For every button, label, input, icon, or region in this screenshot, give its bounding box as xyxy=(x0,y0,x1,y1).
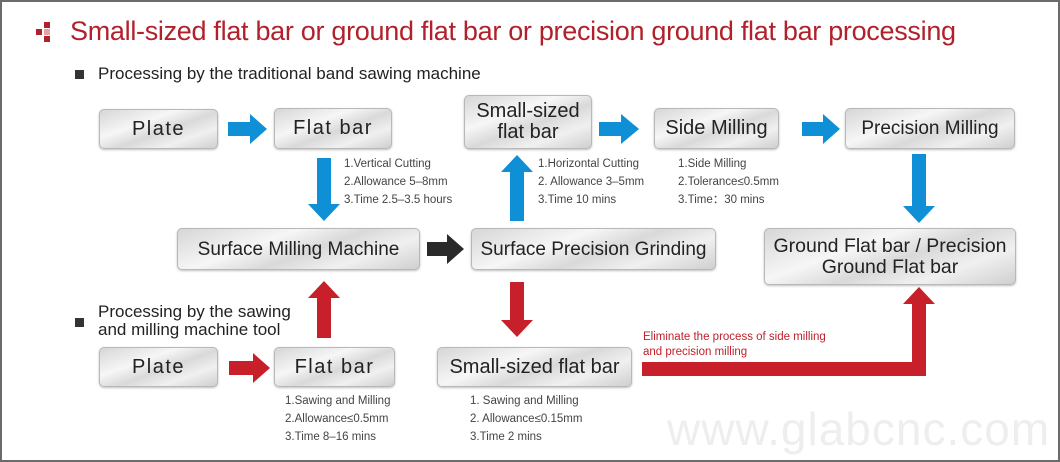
notes-small-flat-bar-2: 1. Sawing and Milling 2. Allowance≤0.15m… xyxy=(470,392,582,446)
arrow-right-icon xyxy=(802,114,840,144)
box-flat-bar: Flat bar xyxy=(274,108,392,149)
note-line: 2. Allowance≤0.15mm xyxy=(470,413,583,425)
notes-side-milling: 1.Side Milling 2.Tolerance≤0.5mm 3.Time：… xyxy=(678,155,779,209)
note-line: 3.Time 10 mins xyxy=(538,194,617,206)
note-line: 3.Time 2 mins xyxy=(470,431,542,443)
note-line: 1.Side Milling xyxy=(678,158,747,170)
note-line: 2.Tolerance≤0.5mm xyxy=(678,176,779,188)
box-plate: Plate xyxy=(99,109,218,149)
arrow-down-icon xyxy=(501,282,533,337)
section1-label: Processing by the traditional band sawin… xyxy=(98,64,481,83)
watermark: www.glabcnc.com xyxy=(667,403,1051,455)
note-line: 2.Allowance 5–8mm xyxy=(344,176,448,188)
box-precision-milling: Precision Milling xyxy=(845,108,1015,149)
note-line: 3.Time 8–16 mins xyxy=(285,431,376,443)
box-surface-precision-grinding: Surface Precision Grinding xyxy=(471,228,716,270)
box-side-milling: Side Milling xyxy=(654,108,779,149)
note-line: 3.Time 2.5–3.5 hours xyxy=(344,194,453,206)
bullet-icon xyxy=(75,318,84,327)
box-flat-bar-2: Flat bar xyxy=(274,347,395,387)
eliminate-note: Eliminate the process of side milling an… xyxy=(643,331,826,358)
box-ground-flat-bar: Ground Flat bar / Precision Ground Flat … xyxy=(764,228,1016,285)
note-line: 3.Time：30 mins xyxy=(678,194,765,206)
arrow-right-icon xyxy=(229,353,270,383)
logo-squares-icon xyxy=(36,22,50,42)
arrow-up-icon xyxy=(501,155,533,221)
elbow-arrow-icon xyxy=(642,287,935,376)
notes-flat-bar-2: 1.Sawing and Milling 2.Allowance≤0.5mm 3… xyxy=(285,392,390,446)
arrow-down-icon xyxy=(903,154,935,223)
arrow-up-icon xyxy=(308,281,340,338)
box-small-sized-flat-bar-2: Small-sized flat bar xyxy=(437,347,632,387)
box-small-sized-flat-bar: Small-sized flat bar xyxy=(464,95,592,149)
arrow-right-icon xyxy=(427,234,464,264)
note-line: 1. Sawing and Milling xyxy=(470,395,579,407)
box-plate-2: Plate xyxy=(99,347,218,387)
section2-label: Processing by the sawing and milling mac… xyxy=(98,302,291,339)
note-line: 1.Vertical Cutting xyxy=(344,158,431,170)
box-surface-milling-machine: Surface Milling Machine xyxy=(177,228,420,270)
bullet-icon xyxy=(75,70,84,79)
note-line: 1.Sawing and Milling xyxy=(285,395,391,407)
notes-vertical-cutting: 1.Vertical Cutting 2.Allowance 5–8mm 3.T… xyxy=(344,155,452,209)
arrow-down-icon xyxy=(308,158,340,221)
arrow-right-icon xyxy=(599,114,639,144)
note-line: 2. Allowance 3–5mm xyxy=(538,176,645,188)
note-line: 2.Allowance≤0.5mm xyxy=(285,413,389,425)
arrow-right-icon xyxy=(228,114,267,144)
page-title: Small-sized flat bar or ground flat bar … xyxy=(70,16,956,46)
note-line: 1.Horizontal Cutting xyxy=(538,158,639,170)
notes-horizontal-cutting: 1.Horizontal Cutting 2. Allowance 3–5mm … xyxy=(538,155,644,209)
